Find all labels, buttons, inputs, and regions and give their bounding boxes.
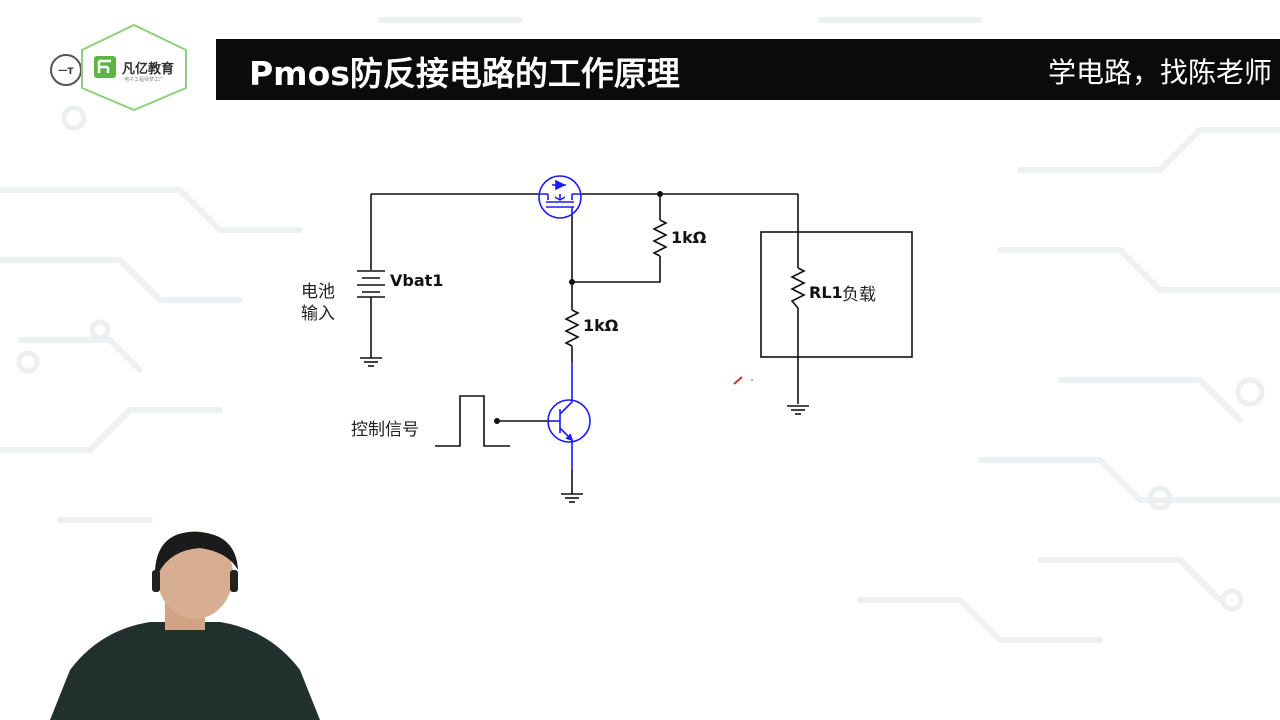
battery-label-line2: 输入	[301, 304, 335, 324]
presenter-webcam	[50, 531, 320, 720]
junction-dot	[569, 279, 575, 285]
resistor-gate-value: 1kΩ	[671, 228, 707, 247]
ground-icon	[787, 405, 809, 415]
npn-transistor-icon	[547, 362, 591, 470]
junction-dot	[494, 418, 500, 424]
ground-icon	[360, 356, 382, 367]
ground-icon	[561, 470, 583, 503]
pen-cursor-icon	[733, 376, 753, 385]
battery-symbol	[357, 270, 385, 298]
control-signal-label: 控制信号	[351, 420, 419, 440]
title-bar: Pmos防反接电路的工作原理 学电路，找陈老师	[216, 39, 1280, 100]
pulse-signal-icon	[435, 395, 510, 447]
slogan: 学电路，找陈老师	[1047, 56, 1272, 89]
load-resistor-symbol	[790, 267, 806, 309]
brand-name: 凡亿教育	[122, 62, 175, 77]
battery-label-line1: 电池	[301, 282, 335, 302]
brand-logo: 一T 凡亿教育 电子工程师梦工厂	[44, 22, 194, 112]
wire-gate-res-bottom	[572, 256, 661, 283]
resistor-base-symbol	[564, 309, 580, 347]
page-title: Pmos防反接电路的工作原理	[249, 54, 680, 93]
battery-name: Vbat1	[390, 271, 444, 290]
pmos-transistor-icon	[538, 175, 582, 219]
load-resistor-name: RL1	[809, 283, 843, 302]
hexagon-logo-icon	[81, 23, 187, 112]
resistor-base-value: 1kΩ	[583, 316, 619, 335]
brand-tagline: 电子工程师梦工厂	[124, 77, 165, 83]
resistor-gate-symbol	[652, 219, 668, 257]
load-label: 负载	[842, 285, 876, 305]
load-box	[760, 231, 913, 358]
junction-dot	[657, 191, 663, 197]
